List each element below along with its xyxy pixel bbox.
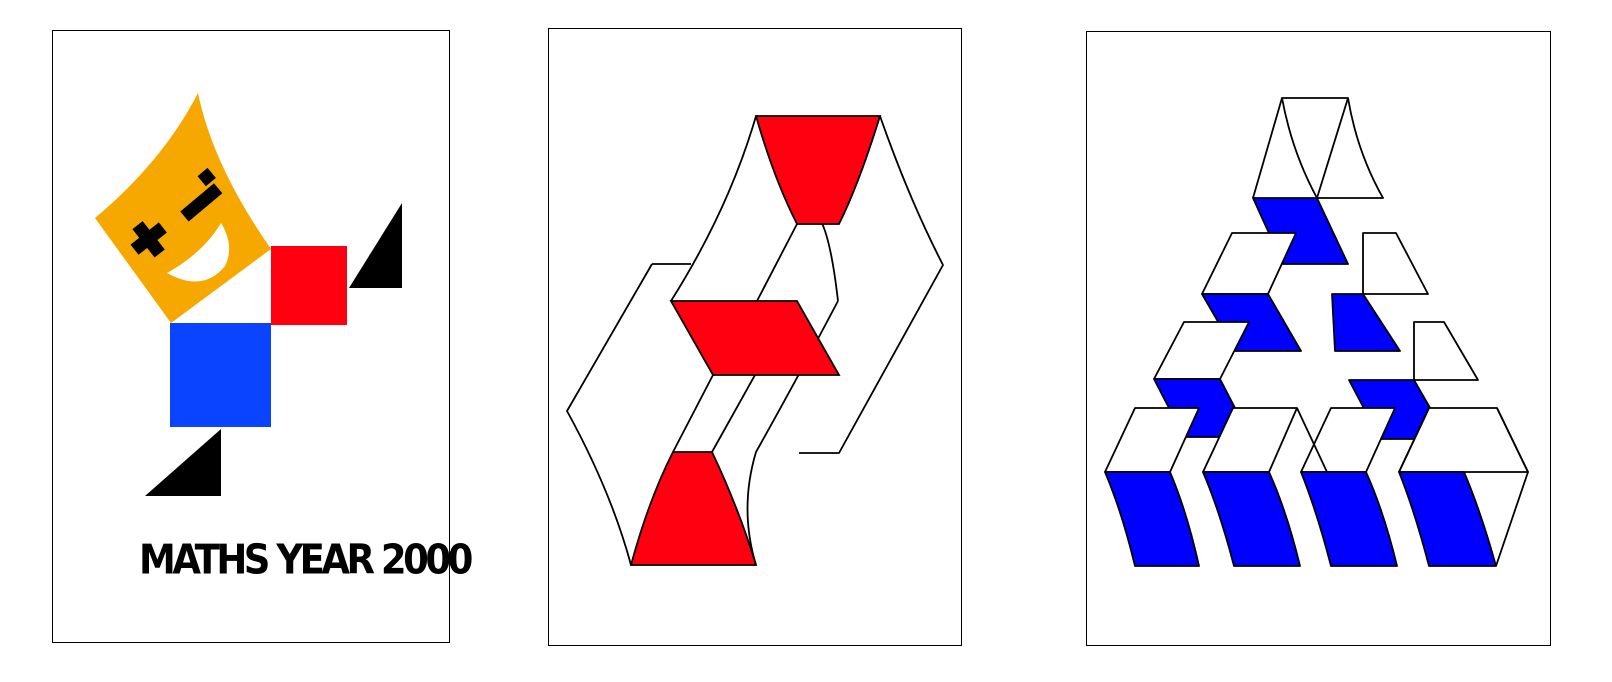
mascot-figure [95,93,402,496]
mascot-arm [271,246,347,325]
impossible-triangle-cubes-panel [1086,31,1551,646]
minus-sign-icon [180,167,223,222]
cube-row-2-right [1331,232,1429,352]
smile-icon [167,223,230,282]
mascot-hand [349,203,402,288]
cube-row-4-2 [1202,407,1301,567]
maths-year-poster-panel: MATHS YEAR 2000 [52,30,473,643]
mascot-head [95,93,271,323]
red-face-middle [669,300,841,376]
cube-top [1252,97,1384,265]
mascot-body [170,323,271,427]
cube-row-4-1 [1104,407,1200,567]
plus-sign-icon [130,221,167,258]
impossible-zigzag-figure [566,115,944,566]
cube-row-4-3 [1300,407,1398,567]
mascot-foot [145,429,221,496]
impossible-cube-triangle-figure [1104,97,1529,567]
red-face-bottom [629,451,758,566]
impossible-zigzag-panel [548,28,962,646]
red-face-top [754,115,882,225]
poster-title: MATHS YEAR 2000 [139,536,473,584]
cube-row-4-4 [1398,407,1529,567]
